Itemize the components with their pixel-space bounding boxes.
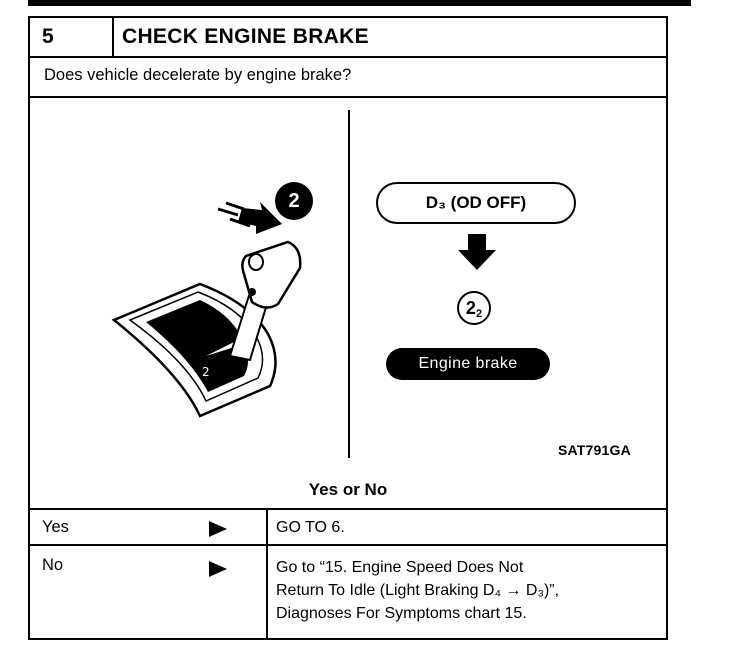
shift-lever-illustration: 2 [111, 182, 313, 418]
figure-divider [348, 110, 350, 458]
step-title: CHECK ENGINE BRAKE [122, 25, 369, 48]
result-yes: GO TO 6. [276, 519, 345, 536]
header-divider [112, 18, 114, 56]
position-badge-label: 2 [288, 190, 300, 212]
result-no: Go to “15. Engine Speed Does Not Return … [276, 556, 559, 625]
result-no-line-3: Diagnoses For Symptoms chart 15. [276, 605, 527, 622]
motion-arrow-icon [217, 201, 282, 234]
play-arrow-icon [209, 561, 227, 577]
step-number: 5 [42, 25, 54, 48]
answer-no: No [42, 556, 64, 574]
result-no-line-2: Return To Idle (Light Braking D₄ → D₃)”, [276, 582, 560, 599]
arrow-down-icon [458, 234, 496, 270]
question-divider [30, 96, 666, 98]
engine-brake-label: Engine brake [418, 355, 518, 372]
decision-label: Yes or No [308, 480, 388, 499]
play-arrow-icon [209, 521, 227, 537]
figure-code: SAT791GA [558, 442, 631, 458]
diagnostic-step-box: 5 CHECK ENGINE BRAKE Does vehicle decele… [28, 16, 668, 640]
table-row-no: No Go to “15. Engine Speed Does Not Retu… [30, 546, 666, 640]
question-text: Does vehicle decelerate by engine brake? [44, 66, 352, 84]
answer-yes: Yes [42, 518, 69, 536]
to-range-sub: 2 [475, 308, 483, 320]
result-no-line-1: Go to “15. Engine Speed Does Not [276, 559, 524, 576]
svg-text:2: 2 [202, 365, 210, 379]
from-range-pill: D₃ (OD OFF) [376, 182, 576, 224]
top-rule [28, 0, 691, 6]
engine-brake-pill: Engine brake [386, 348, 550, 380]
table-row-yes: Yes GO TO 6. [30, 508, 666, 546]
to-range-main: 2 [465, 298, 476, 318]
engine-brake-illustration: 2 [111, 182, 313, 418]
table-divider [266, 508, 268, 640]
to-range-circle: 22 [457, 291, 491, 325]
position-badge [275, 182, 313, 220]
step-header: 5 CHECK ENGINE BRAKE [30, 18, 666, 58]
from-range-label: D₃ (OD OFF) [425, 193, 527, 212]
